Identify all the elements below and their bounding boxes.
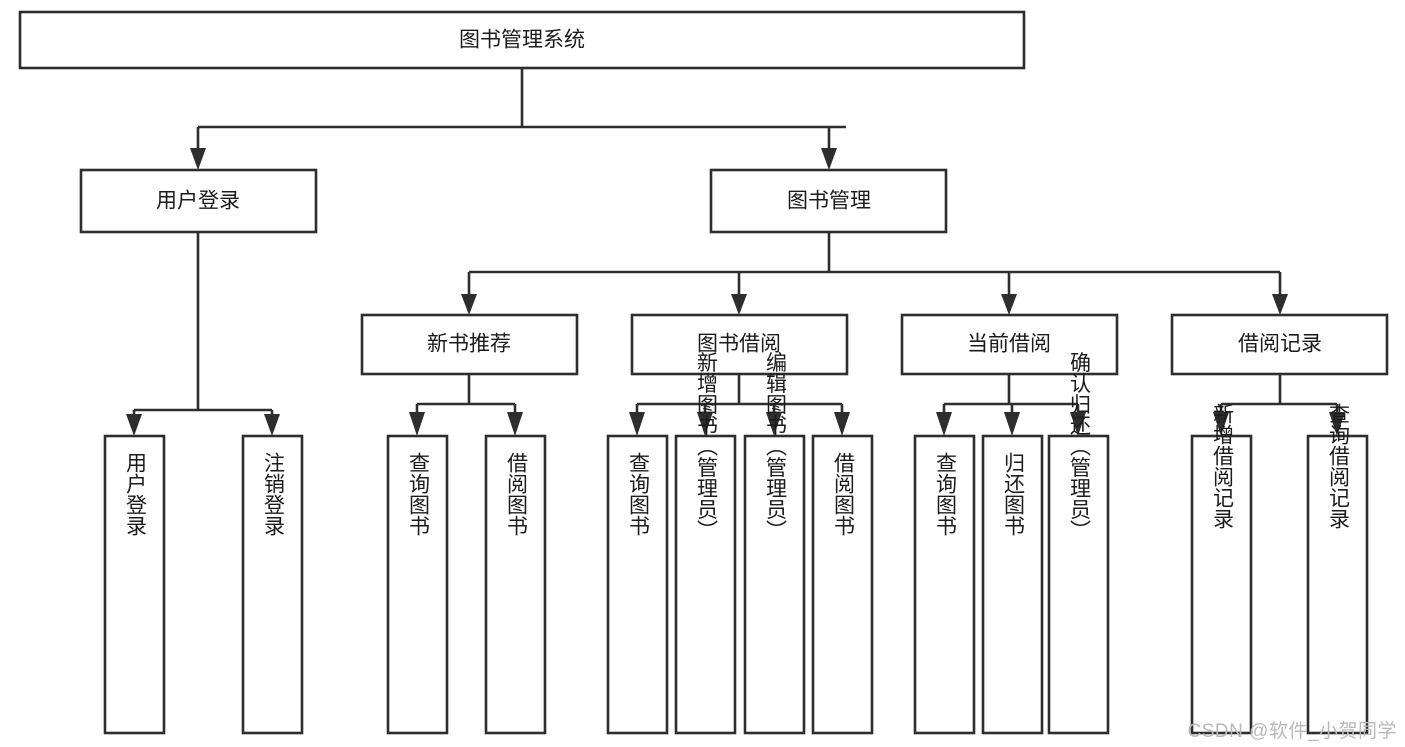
leaf-borrow-book-borrow-label: 借阅图书	[832, 452, 856, 536]
leaf-node-add-book[interactable]: 新增图书（管理员）	[674, 352, 737, 735]
leaf-borrow-book-borrow-box	[811, 434, 874, 735]
connector-group-current-borrow-to-leaves	[936, 374, 1086, 436]
leaf-user-login-label: 用户登录	[124, 452, 148, 536]
connector-group-book-borrow-to-leaves	[629, 374, 850, 436]
leaf-node-borrow-book-borrow[interactable]: 借阅图书	[811, 434, 874, 735]
leaf-node-query-book-current[interactable]: 查询图书	[913, 434, 976, 735]
connector-group-borrow-record-to-leaves	[1213, 374, 1345, 436]
arrow-head-leaf-query-record	[1329, 412, 1345, 436]
node-book-management[interactable]: 图书管理	[709, 168, 948, 234]
leaf-query-borrow-record-label: 查询借阅记录	[1327, 403, 1351, 529]
leaf-add-book-box	[674, 434, 737, 735]
leaf-query-borrow-record-box	[1306, 434, 1369, 735]
node-root-system[interactable]: 图书管理系统	[18, 10, 1026, 70]
arrow-head-book-mgmt	[821, 148, 837, 170]
arrow-head-leaf-user-login	[126, 414, 142, 436]
leaf-query-book-current-box	[913, 434, 976, 735]
leaf-node-query-book-borrow[interactable]: 查询图书	[606, 434, 669, 735]
node-user-login-label: 用户登录	[156, 190, 240, 213]
arrow-head-borrow-record	[1272, 294, 1288, 315]
leaf-query-book-borrow-label: 查询图书	[627, 452, 651, 536]
connector-group-user-login-to-leaves	[126, 232, 280, 436]
arrow-head-leaf-query-book-3	[936, 412, 952, 436]
arrow-head-leaf-edit-book	[766, 412, 782, 436]
leaf-edit-book-box	[743, 434, 806, 735]
arrow-head-leaf-borrow-book-1	[507, 412, 523, 436]
leaf-confirm-return-box	[1047, 434, 1110, 735]
leaf-edit-book-label: 编辑图书（管理员）	[764, 352, 788, 541]
arrow-head-leaf-query-book-1	[409, 412, 425, 436]
leaf-borrow-book-rec-box	[484, 434, 547, 735]
leaf-borrow-book-rec-label: 借阅图书	[505, 452, 529, 536]
node-current-borrow-box	[900, 313, 1119, 376]
leaf-node-return-book[interactable]: 归还图书	[981, 434, 1044, 735]
leaf-node-borrow-book-rec[interactable]: 借阅图书	[484, 434, 547, 735]
node-new-book-recommend[interactable]: 新书推荐	[360, 313, 579, 376]
arrow-head-user-login	[190, 148, 206, 170]
node-user-login[interactable]: 用户登录	[79, 168, 318, 234]
leaf-logout-box	[241, 434, 304, 735]
arrow-head-book-borrow	[731, 294, 747, 315]
leaf-node-query-borrow-record[interactable]: 查询借阅记录	[1306, 403, 1369, 735]
leaf-node-add-borrow-record[interactable]: 新增借阅记录	[1190, 403, 1253, 735]
arrow-head-leaf-add-book	[697, 412, 713, 436]
node-book-management-label: 图书管理	[787, 190, 871, 213]
leaf-add-borrow-record-label: 新增借阅记录	[1211, 403, 1235, 529]
arrow-head-leaf-query-book-2	[629, 412, 645, 436]
node-borrow-record-label: 借阅记录	[1238, 333, 1322, 356]
node-borrow-record[interactable]: 借阅记录	[1170, 313, 1389, 376]
node-root-label: 图书管理系统	[459, 29, 585, 52]
leaf-query-book-rec-box	[386, 434, 449, 735]
node-current-borrow-label: 当前借阅	[967, 333, 1051, 356]
node-current-borrow[interactable]: 当前借阅	[900, 313, 1119, 376]
connector-group-book-mgmt-to-level2	[461, 232, 1288, 315]
leaf-query-book-current-label: 查询图书	[934, 452, 958, 536]
arrow-head-leaf-confirm-return	[1070, 412, 1086, 436]
node-book-borrow[interactable]: 图书借阅	[630, 313, 849, 376]
node-new-book-recommend-box	[360, 313, 579, 376]
leaf-user-login-box	[103, 434, 166, 735]
leaf-return-book-box	[981, 434, 1044, 735]
leaf-confirm-return-label: 确认归还（管理员）	[1068, 352, 1092, 541]
node-new-book-recommend-label: 新书推荐	[427, 333, 511, 356]
arrow-head-current-borrow	[1001, 294, 1017, 315]
node-book-borrow-label: 图书借阅	[697, 333, 781, 356]
arrow-head-leaf-logout	[264, 414, 280, 436]
leaf-node-query-book-rec[interactable]: 查询图书	[386, 434, 449, 735]
leaf-logout-label: 注销登录	[262, 452, 286, 536]
leaf-node-logout[interactable]: 注销登录	[241, 434, 304, 735]
node-root-box	[18, 10, 1026, 70]
node-borrow-record-box	[1170, 313, 1389, 376]
node-user-login-box	[79, 168, 318, 234]
leaf-node-edit-book[interactable]: 编辑图书（管理员）	[743, 352, 806, 735]
leaf-return-book-label: 归还图书	[1002, 452, 1026, 536]
leaf-node-confirm-return[interactable]: 确认归还（管理员）	[1047, 352, 1110, 735]
leaf-add-book-label: 新增图书（管理员）	[695, 352, 719, 541]
leaf-query-book-rec-label: 查询图书	[407, 452, 431, 536]
arrow-head-leaf-borrow-book-2	[834, 412, 850, 436]
connector-group-new-book-rec-to-leaves	[409, 374, 523, 436]
leaf-add-borrow-record-box	[1190, 434, 1253, 735]
connector-group-root-to-level1	[190, 68, 846, 170]
arrow-head-leaf-add-record	[1213, 412, 1229, 436]
arrow-head-new-book-rec	[461, 294, 477, 315]
node-book-management-box	[709, 168, 948, 234]
leaf-query-book-borrow-box	[606, 434, 669, 735]
arrow-head-leaf-return-book	[1004, 412, 1020, 436]
leaf-node-user-login[interactable]: 用户登录	[103, 434, 166, 735]
node-book-borrow-box	[630, 313, 849, 376]
